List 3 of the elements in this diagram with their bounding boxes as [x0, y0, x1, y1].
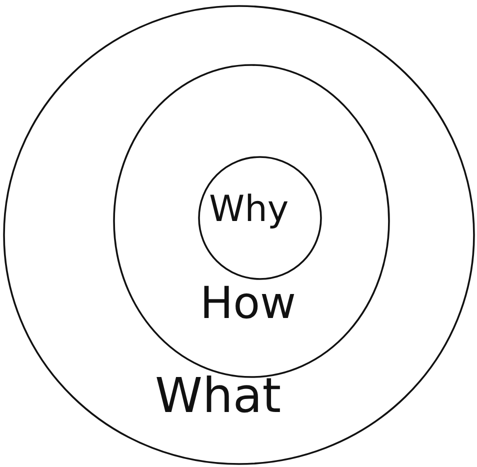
circle-label: Why — [209, 192, 289, 228]
circle-label: What — [155, 372, 282, 420]
circle-label: How — [200, 282, 296, 326]
